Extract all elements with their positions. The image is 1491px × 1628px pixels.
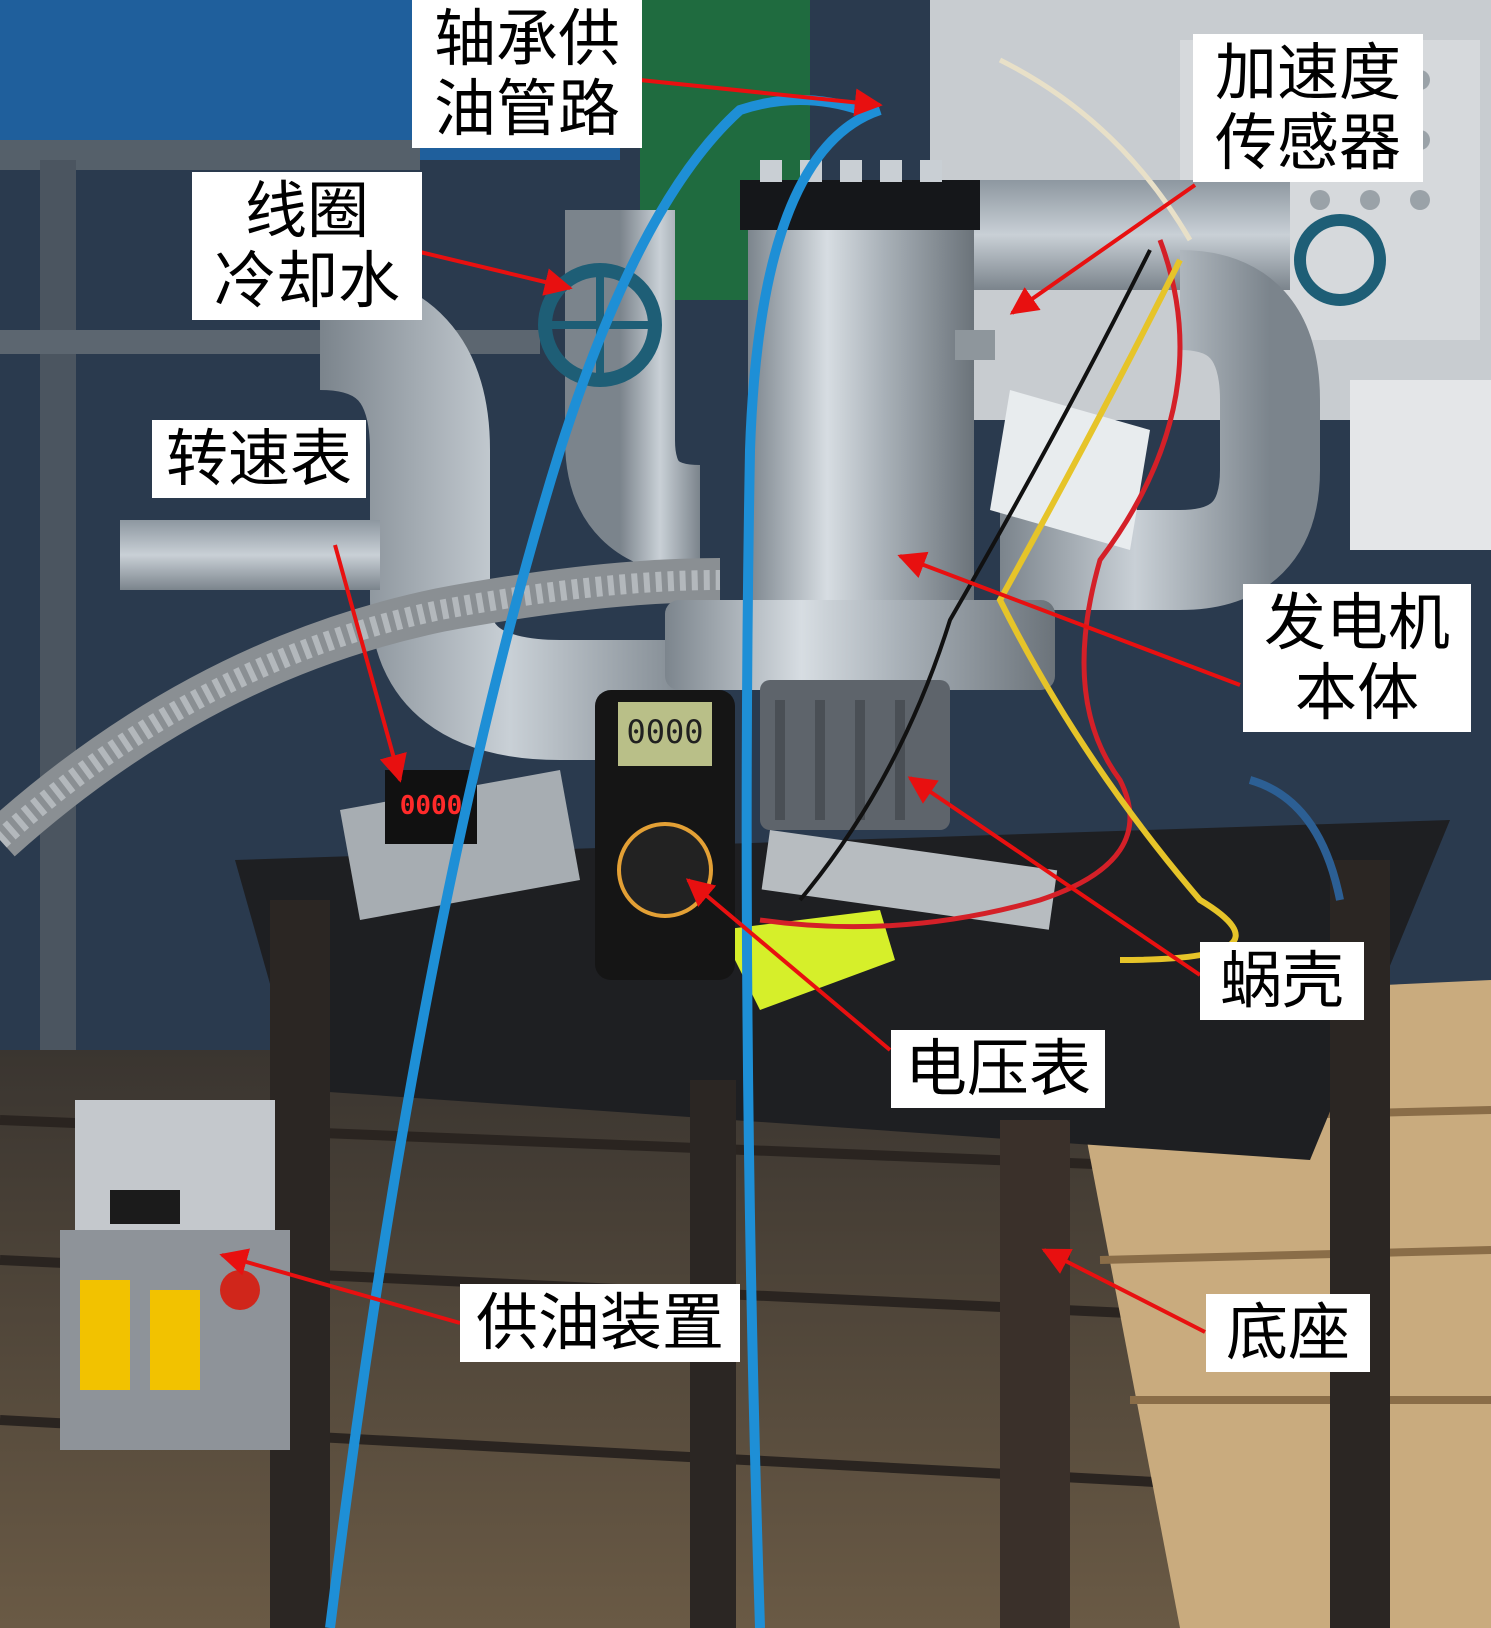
multimeter-reading: 0000 bbox=[626, 713, 704, 751]
label-generator-body: 发电机 本体 bbox=[1243, 584, 1471, 732]
label-oil-supply-unit: 供油装置 bbox=[460, 1284, 740, 1362]
tachometer-reading: 0000 bbox=[399, 791, 463, 821]
label-voltmeter: 电压表 bbox=[891, 1030, 1105, 1108]
label-bearing-oil-line: 轴承供 油管路 bbox=[412, 0, 642, 148]
label-base: 底座 bbox=[1206, 1294, 1370, 1372]
label-coil-cooling-water: 线圈 冷却水 bbox=[192, 172, 422, 320]
label-accelerometer: 加速度 传感器 bbox=[1193, 34, 1423, 182]
label-volute: 蜗壳 bbox=[1200, 942, 1364, 1020]
label-tachometer: 转速表 bbox=[152, 420, 366, 498]
